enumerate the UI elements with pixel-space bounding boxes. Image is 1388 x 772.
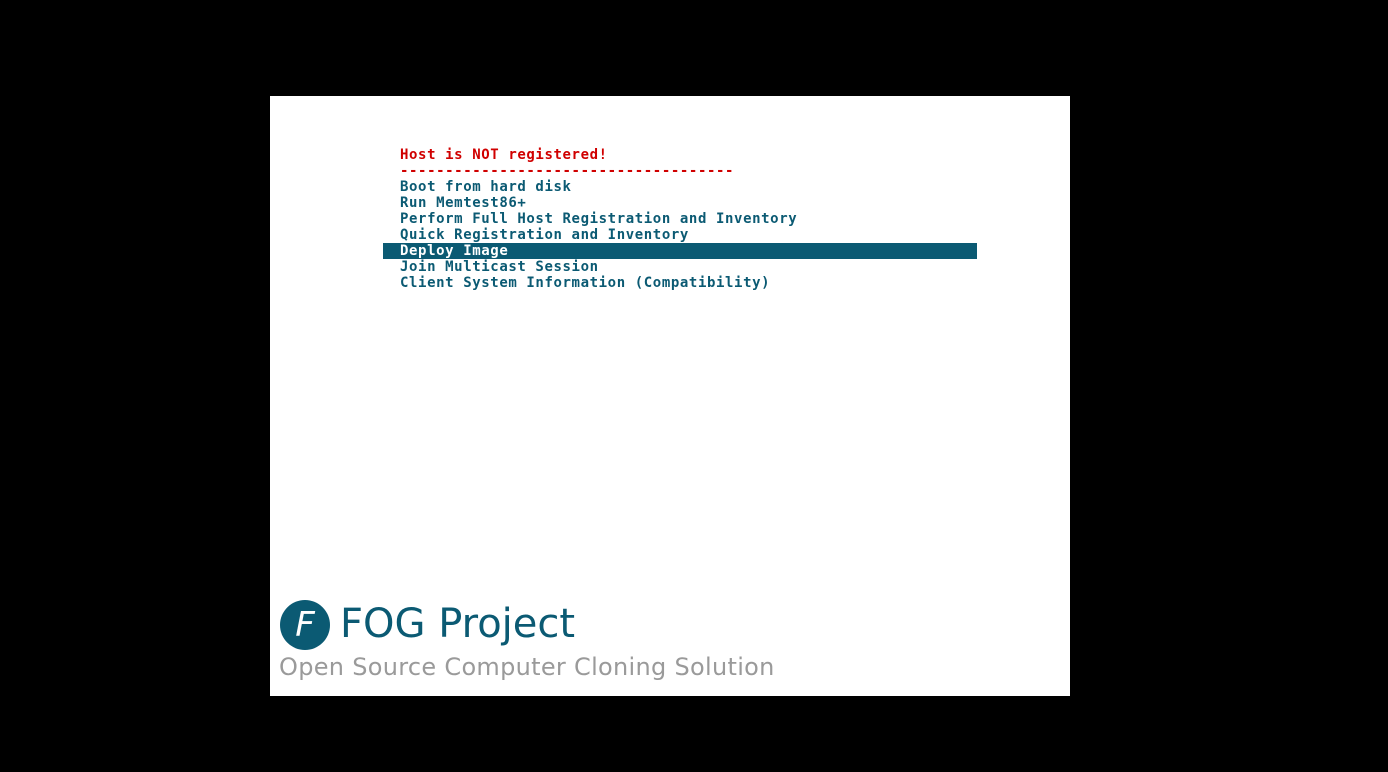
menu-item-deploy-image[interactable]: Deploy Image	[383, 243, 977, 259]
menu-item-join-multicast[interactable]: Join Multicast Session	[400, 259, 599, 275]
menu-separator: -------------------------------------	[400, 163, 735, 179]
menu-title: Host is NOT registered!	[400, 147, 608, 163]
menu-item-client-system-info[interactable]: Client System Information (Compatibility…	[400, 275, 771, 291]
brand-title: FOG Project	[340, 601, 576, 647]
menu-item-boot-hard-disk[interactable]: Boot from hard disk	[400, 179, 572, 195]
menu-item-quick-registration[interactable]: Quick Registration and Inventory	[400, 227, 689, 243]
boot-screen: Host is NOT registered! ----------------…	[270, 96, 1070, 696]
menu-item-run-memtest[interactable]: Run Memtest86+	[400, 195, 527, 211]
brand-tagline: Open Source Computer Cloning Solution	[279, 653, 775, 681]
menu-item-full-registration[interactable]: Perform Full Host Registration and Inven…	[400, 211, 798, 227]
fog-logo-icon: F	[280, 600, 330, 650]
